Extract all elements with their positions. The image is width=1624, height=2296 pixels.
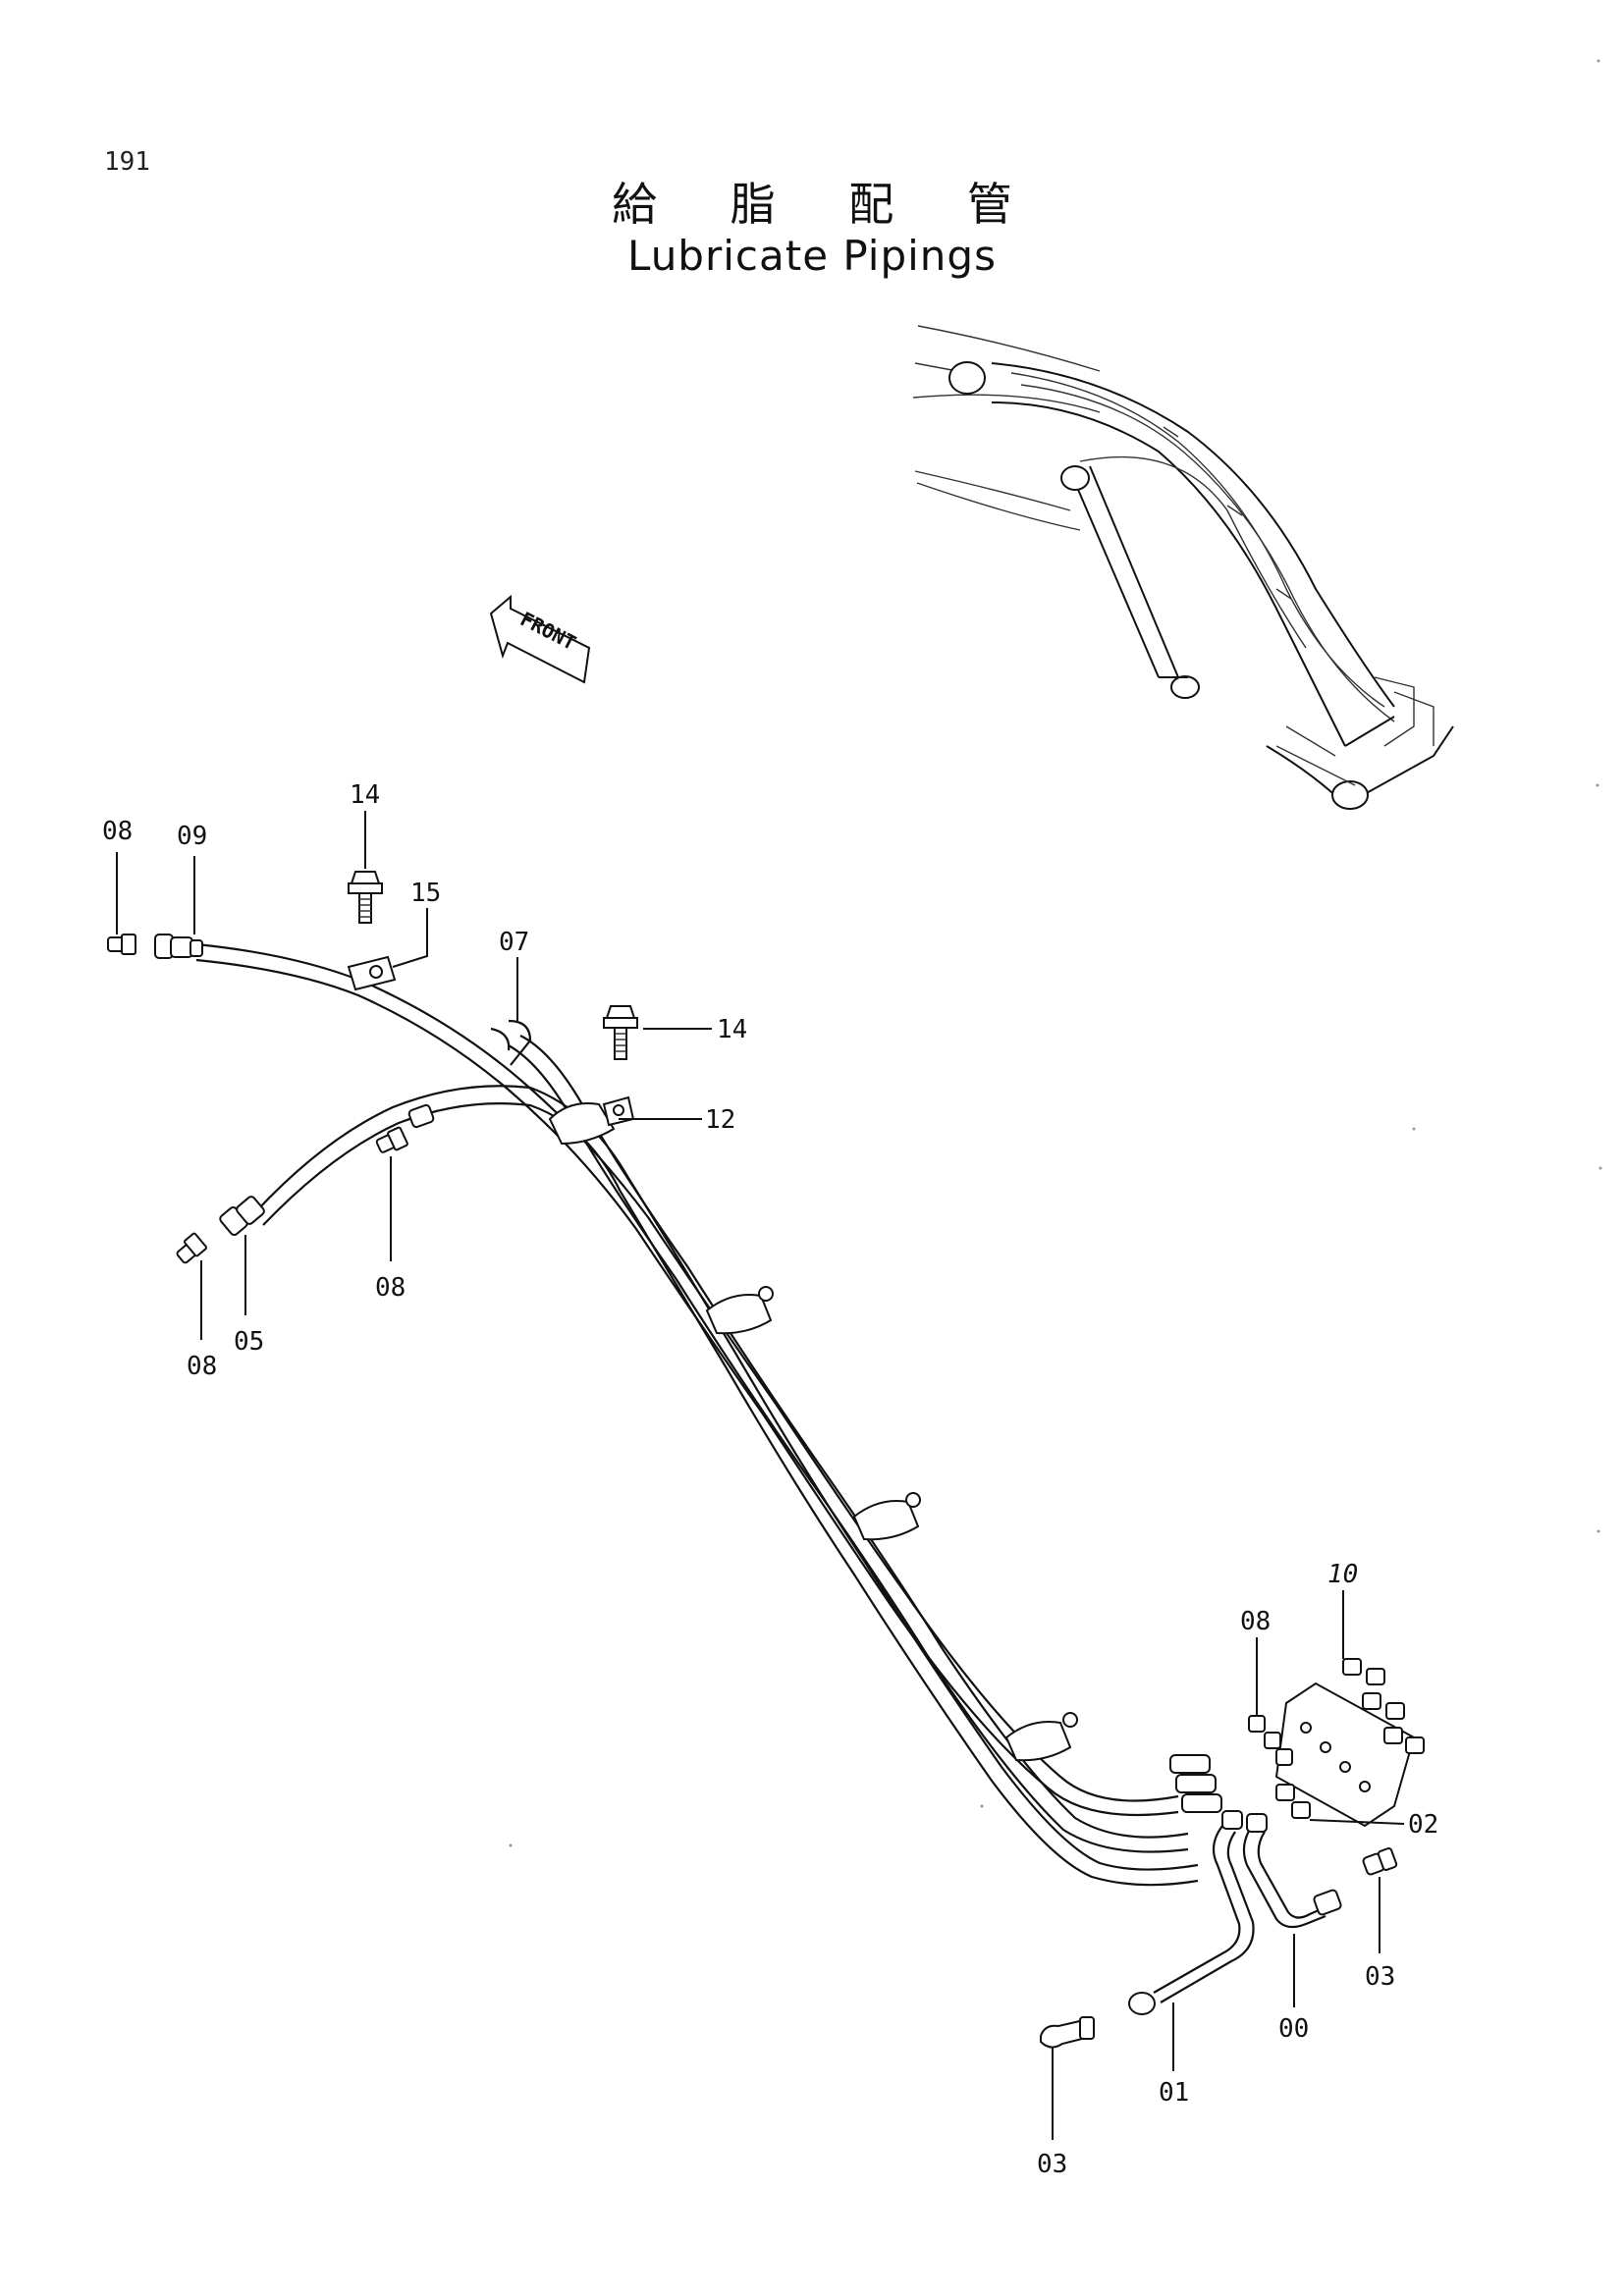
front-arrow-icon: FRONT [489,594,591,684]
callout-12: 12 [705,1105,735,1135]
hose-ends-near-block [1169,1754,1222,1813]
hose-end-05 [219,1196,265,1236]
fittings-02 [1275,1784,1311,1819]
grease-fitting-03-bottom [1040,2016,1095,2049]
bolt-14-right [603,1005,638,1060]
clamp-middle-lower [852,1492,921,1541]
grease-fitting-08-mid [375,1126,408,1153]
pipe-01 [1128,1810,1255,2015]
clamp-middle-upper [705,1286,774,1335]
scan-specks [509,59,1602,1847]
callout-08-mid: 08 [375,1273,406,1303]
callout-07: 07 [499,928,529,957]
callout-05: 05 [234,1327,264,1357]
callout-14-right: 14 [717,1015,747,1044]
callout-08-top-left: 08 [102,817,133,846]
callout-00: 00 [1278,2014,1309,2044]
grease-fitting-08-bottom-left [176,1232,207,1264]
callout-08-right: 08 [1240,1607,1271,1636]
leader-lines [116,811,1405,2140]
hose-end-09 [154,934,203,959]
clamp-lower [1004,1712,1078,1762]
callouts: 08 09 14 15 07 14 12 08 08 05 10 08 02 0… [102,780,1438,2179]
callout-03-right: 03 [1365,1962,1395,1992]
grease-fittings-08-right [1248,1715,1293,1766]
pipe-00 [1242,1813,1342,1929]
bolt-14-top [348,871,383,924]
distribution-block-10 [1274,1658,1425,1828]
page-number: 191 [104,147,150,177]
callout-03-bottom: 03 [1037,2150,1067,2179]
boom-overview-inset [912,325,1454,810]
grease-fitting-03-right [1362,1847,1398,1876]
callout-02: 02 [1408,1810,1438,1840]
title-japanese: 給 脂 配 管 [612,178,1042,231]
title-english: Lubricate Pipings [627,232,997,280]
callout-08-bottom-left: 08 [187,1352,217,1381]
clamp-15 [347,955,397,991]
front-arrow-label: FRONT [516,607,580,655]
callout-15: 15 [410,879,441,908]
callout-14-top: 14 [350,780,380,810]
callout-10: 10 [1327,1560,1358,1589]
callout-09: 09 [177,822,207,851]
grease-fitting-08-top-left [107,934,136,955]
fitting-near-08-mid [407,1103,435,1129]
callout-01: 01 [1159,2078,1189,2108]
